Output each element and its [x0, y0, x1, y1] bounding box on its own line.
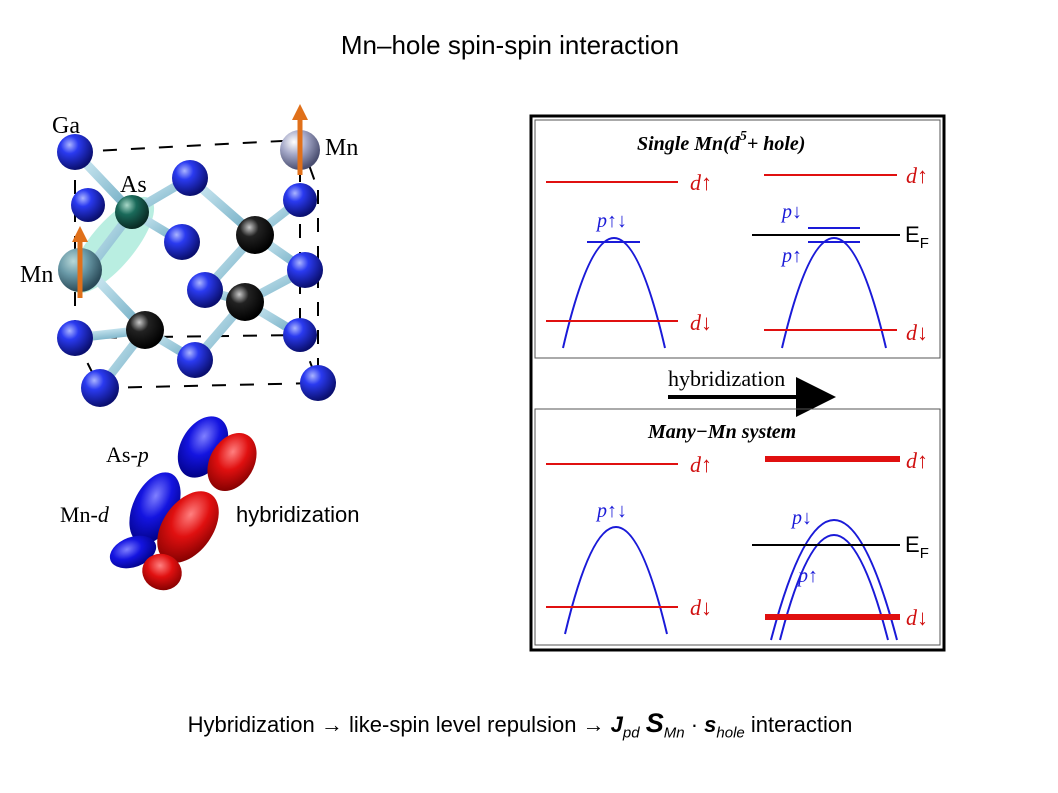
top-right-p-down-label: p↓ — [780, 201, 802, 223]
mn-left-label: Mn — [20, 262, 53, 288]
spin-arrow-left — [72, 226, 88, 298]
ga-atom — [187, 272, 223, 308]
as-atom-highlighted — [115, 195, 149, 229]
bottom-right-p-up-label: p↑ — [796, 565, 818, 587]
orbital-illustration: As-p Mn-d hybridization — [60, 416, 360, 591]
top-ef-label: EF — [905, 222, 929, 252]
as-p-lobe-red — [207, 432, 257, 492]
slide-title: Mn–hole spin-spin interaction — [340, 30, 680, 60]
bottom-right-p-up-band — [779, 534, 889, 641]
bottom-left-p-label: p↑↓ — [595, 500, 627, 522]
top-right-p-up-label: p↑ — [780, 245, 802, 267]
single-mn-panel: Single Mn(d5+ hole) d↑ p↑↓ d↓ d↑ p↓ EF p… — [534, 119, 941, 359]
as-label: As — [120, 172, 147, 198]
ga-atom — [172, 160, 208, 196]
many-mn-panel: Many−Mn system d↑ p↑↓ d↓ d↑ p↓ EF p↑ d↓ — [534, 408, 941, 646]
as-atom — [236, 216, 274, 254]
ga-atoms — [57, 134, 336, 407]
ga-label: Ga — [52, 113, 80, 139]
mn-d-lobe-blue-lower — [109, 535, 157, 569]
top-left-p-band — [562, 237, 666, 349]
bottom-right-d-down-label: d↓ — [906, 605, 928, 630]
mn-d-lobe-red-lower — [142, 553, 182, 591]
bottom-right-d-up-label: d↑ — [906, 448, 928, 473]
many-mn-panel-border — [534, 408, 941, 646]
hybridization-caption: hybridization — [236, 502, 360, 527]
top-left-d-down-label: d↓ — [690, 310, 712, 335]
energy-diagram: Single Mn(d5+ hole) d↑ p↑↓ d↓ d↑ p↓ EF p… — [529, 114, 946, 652]
top-right-p-band — [781, 237, 887, 349]
hybridization-arrow-band: hybridization — [668, 366, 836, 417]
bottom-left-d-down-label: d↓ — [690, 595, 712, 620]
ga-atom — [57, 134, 93, 170]
diagram-frame — [529, 114, 946, 652]
as-atom — [126, 311, 164, 349]
ga-atom — [71, 188, 105, 222]
ga-atom — [81, 369, 119, 407]
as-atoms — [115, 195, 274, 349]
single-mn-panel-border — [534, 119, 941, 359]
ga-atom — [283, 318, 317, 352]
top-right-d-up-label: d↑ — [906, 163, 928, 188]
top-left-d-up-label: d↑ — [690, 170, 712, 195]
many-mn-title: Many−Mn system — [647, 421, 796, 443]
bottom-left-p-band — [564, 526, 668, 635]
bottom-right-p-down-label: p↓ — [790, 507, 812, 529]
as-p-label: As-p — [106, 442, 149, 467]
spin-arrow-right — [292, 104, 308, 175]
ga-atom — [177, 342, 213, 378]
as-atom — [226, 283, 264, 321]
top-left-p-label: p↑↓ — [595, 210, 627, 232]
mn-right-label: Mn — [325, 135, 358, 161]
single-mn-title: Single Mn(d5+ hole) — [637, 129, 805, 155]
bottom-right-p-down-band — [770, 519, 898, 641]
ga-atom — [57, 320, 93, 356]
mn-d-label: Mn-d — [60, 502, 110, 527]
ga-atom — [300, 365, 336, 401]
ga-atom — [164, 224, 200, 260]
bottom-left-d-up-label: d↑ — [690, 452, 712, 477]
footer-equation: Hybridization → like-spin level repulsio… — [187, 708, 853, 742]
ga-atom — [287, 252, 323, 288]
ga-atom — [283, 183, 317, 217]
mn-d-lobe-red-upper — [157, 491, 219, 563]
top-right-d-down-label: d↓ — [906, 320, 928, 345]
hybridization-arrow-label: hybridization — [668, 366, 785, 391]
bottom-ef-label: EF — [905, 532, 929, 562]
crystal-structure: Ga As Mn Mn — [20, 104, 358, 407]
